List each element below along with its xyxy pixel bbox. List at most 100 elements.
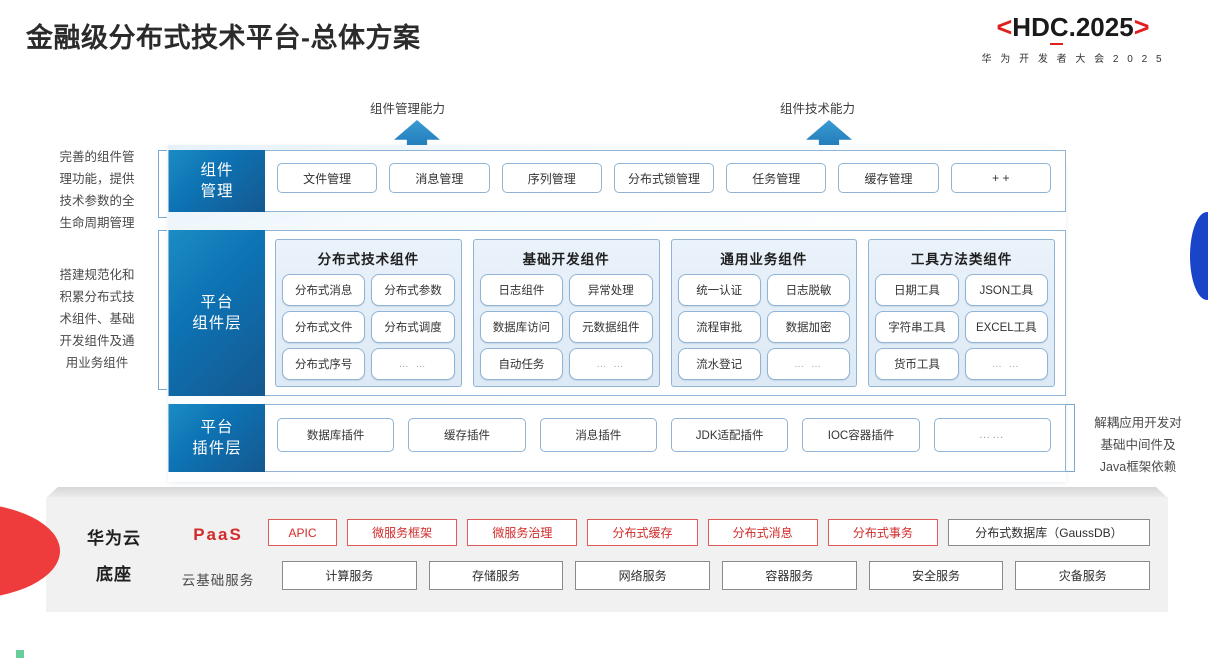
hdc-underscore-mark xyxy=(1050,43,1063,45)
corner-mark-decoration xyxy=(16,650,24,658)
chip-cache-plugin[interactable]: 缓存插件 xyxy=(408,418,526,452)
sbox-compute-service[interactable]: 计算服务 xyxy=(282,561,417,590)
sbox-distributed-cache[interactable]: 分布式缓存 xyxy=(587,519,698,546)
chip-basic-dev-more[interactable]: … … xyxy=(569,348,653,380)
component-management-chip-row: 文件管理 消息管理 序列管理 分布式锁管理 任务管理 缓存管理 + + xyxy=(277,163,1051,193)
chip-currency-tool[interactable]: 货币工具 xyxy=(875,348,959,380)
group-common-business: 通用业务组件 统一认证 日志脱敏 流程审批 数据加密 流水登记 … … xyxy=(670,239,858,387)
sbox-apic[interactable]: APIC xyxy=(268,519,338,546)
bracket-platform-component xyxy=(158,230,167,390)
chip-data-encryption[interactable]: 数据加密 xyxy=(766,311,851,343)
hdc-logo-main: <HDC.2025> xyxy=(948,12,1198,45)
bracket-platform-plugin-right xyxy=(1066,404,1075,472)
group-grid-tool-method: 日期工具 JSON工具 字符串工具 EXCEL工具 货币工具 … … xyxy=(875,274,1048,380)
cloud-infra-service-row: 计算服务 存储服务 网络服务 容器服务 安全服务 灾备服务 xyxy=(282,561,1151,590)
cloud-base-title: 华为云 底座 xyxy=(87,529,141,584)
group-grid-basic-dev: 日志组件 异常处理 数据库访问 元数据组件 自动任务 … … xyxy=(479,274,653,380)
sbox-network-service[interactable]: 网络服务 xyxy=(575,561,711,590)
chip-json-tool[interactable]: JSON工具 xyxy=(964,274,1048,306)
chip-log-component[interactable]: 日志组件 xyxy=(479,274,564,306)
side-label-component-management: 组件 管理 xyxy=(169,150,265,212)
group-tool-method: 工具方法类组件 日期工具 JSON工具 字符串工具 EXCEL工具 货币工具 …… xyxy=(868,239,1055,387)
chip-process-approval[interactable]: 流程审批 xyxy=(677,311,761,343)
hdc-left-bracket-icon: < xyxy=(996,12,1013,42)
side-label-platform-plugin: 平台 插件层 xyxy=(169,404,265,472)
chip-distributed-sequence[interactable]: 分布式序号 xyxy=(282,348,366,380)
band-platform-component: 平台 组件层 分布式技术组件 分布式消息 分布式参数 分布式文件 分布式调度 分… xyxy=(168,230,1066,396)
group-title-distributed-tech: 分布式技术组件 xyxy=(317,252,420,267)
chip-log-masking[interactable]: 日志脱敏 xyxy=(766,274,851,306)
paas-service-row: APIC 微服务框架 微服务治理 分布式缓存 分布式消息 分布式事务 分布式数据… xyxy=(268,519,1151,546)
chip-exception-handling[interactable]: 异常处理 xyxy=(569,274,653,306)
chip-distributed-file[interactable]: 分布式文件 xyxy=(282,311,366,343)
chip-distributed-message[interactable]: 分布式消息 xyxy=(282,274,366,306)
sbox-distributed-transaction[interactable]: 分布式事务 xyxy=(827,519,938,546)
sbox-microservice-governance[interactable]: 微服务治理 xyxy=(467,519,578,546)
sbox-distributed-message[interactable]: 分布式消息 xyxy=(707,519,818,546)
sbox-security-service[interactable]: 安全服务 xyxy=(868,561,1004,590)
chip-excel-tool[interactable]: EXCEL工具 xyxy=(964,311,1048,343)
chip-transaction-register[interactable]: 流水登记 xyxy=(677,348,761,380)
chip-distributed-more[interactable]: … … xyxy=(371,348,455,380)
arrow-label-component-management: 组件管理能力 xyxy=(370,102,446,116)
arrow-label-component-technology: 组件技术能力 xyxy=(780,102,856,116)
sbox-distributed-database[interactable]: 分布式数据库（GaussDB） xyxy=(947,519,1151,546)
chip-database-plugin[interactable]: 数据库插件 xyxy=(277,418,395,452)
chip-jdk-adapter-plugin[interactable]: JDK适配插件 xyxy=(670,418,789,452)
hdc-right-bracket-icon: > xyxy=(1133,12,1150,42)
group-distributed-tech: 分布式技术组件 分布式消息 分布式参数 分布式文件 分布式调度 分布式序号 … … xyxy=(275,239,462,387)
page-title: 金融级分布式技术平台-总体方案 xyxy=(26,23,421,53)
chip-sequence-management[interactable]: 序列管理 xyxy=(501,163,602,193)
group-title-common-business: 通用业务组件 xyxy=(720,252,808,267)
side-label-platform-component: 平台 组件层 xyxy=(169,230,265,396)
chip-message-management[interactable]: 消息管理 xyxy=(389,163,490,193)
sbox-microservice-framework[interactable]: 微服务框架 xyxy=(347,519,458,546)
chip-file-management[interactable]: 文件管理 xyxy=(277,163,378,193)
annotation-right-1: 解耦应用开发对 基础中间件及 Java框架依赖 xyxy=(1094,416,1182,474)
paas-label: PaaS xyxy=(193,525,243,544)
chip-distributed-parameter[interactable]: 分布式参数 xyxy=(371,274,455,306)
side-label-platform-component-text: 平台 组件层 xyxy=(192,294,242,332)
chip-cache-management[interactable]: 缓存管理 xyxy=(838,163,939,193)
sbox-disaster-recovery-service[interactable]: 灾备服务 xyxy=(1015,561,1151,590)
cloud-infra-label: 云基础服务 xyxy=(181,573,255,588)
chip-distributed-lock-management[interactable]: 分布式锁管理 xyxy=(613,163,715,193)
chip-metadata-component[interactable]: 元数据组件 xyxy=(569,311,653,343)
chip-distributed-schedule[interactable]: 分布式调度 xyxy=(371,311,455,343)
group-grid-common-business: 统一认证 日志脱敏 流程审批 数据加密 流水登记 … … xyxy=(677,274,851,380)
chip-task-management[interactable]: 任务管理 xyxy=(726,163,827,193)
bracket-component-management xyxy=(158,150,167,218)
chip-more-plus[interactable]: + + xyxy=(950,163,1051,193)
annotation-left-1: 完善的组件管 理功能，提供 技术参数的全 生命周期管理 xyxy=(59,150,135,230)
side-label-component-management-text: 组件 管理 xyxy=(200,162,234,200)
chip-string-tool[interactable]: 字符串工具 xyxy=(875,311,959,343)
platform-plugin-chip-row: 数据库插件 缓存插件 消息插件 JDK适配插件 IOC容器插件 …… xyxy=(277,418,1051,452)
group-title-basic-dev: 基础开发组件 xyxy=(522,252,610,267)
hdc-logo: <HDC.2025> 华 为 开 发 者 大 会 2 0 2 5 xyxy=(948,12,1198,66)
hdc-logo-subtitle: 华 为 开 发 者 大 会 2 0 2 5 xyxy=(981,54,1165,65)
group-title-tool-method: 工具方法类组件 xyxy=(910,252,1013,267)
band-platform-plugin: 平台 插件层 数据库插件 缓存插件 消息插件 JDK适配插件 IOC容器插件 …… xyxy=(168,404,1066,472)
chip-auto-task[interactable]: 自动任务 xyxy=(479,348,564,380)
sbox-storage-service[interactable]: 存储服务 xyxy=(428,561,564,590)
platform-component-groups: 分布式技术组件 分布式消息 分布式参数 分布式文件 分布式调度 分布式序号 … … xyxy=(275,239,1055,387)
group-basic-dev: 基础开发组件 日志组件 异常处理 数据库访问 元数据组件 自动任务 … … xyxy=(472,239,660,387)
blue-lens-decoration xyxy=(1190,212,1208,300)
chip-ioc-container-plugin[interactable]: IOC容器插件 xyxy=(802,418,920,452)
annotation-left-2: 搭建规范化和 积累分布式技 术组件、基础 开发组件及通 用业务组件 xyxy=(59,268,135,370)
architecture-panel: 组件 管理 文件管理 消息管理 序列管理 分布式锁管理 任务管理 缓存管理 + … xyxy=(168,145,1066,482)
sbox-container-service[interactable]: 容器服务 xyxy=(722,561,857,590)
side-label-platform-plugin-text: 平台 插件层 xyxy=(192,419,242,457)
chip-tool-method-more[interactable]: … … xyxy=(964,348,1048,380)
chip-message-plugin[interactable]: 消息插件 xyxy=(539,418,657,452)
cloud-slab-bevel xyxy=(46,487,1168,498)
chip-common-business-more[interactable]: … … xyxy=(766,348,851,380)
chip-plugin-more[interactable]: …… xyxy=(933,418,1051,452)
chip-date-tool[interactable]: 日期工具 xyxy=(875,274,959,306)
hdc-logo-text: HDC.2025 xyxy=(1012,12,1134,42)
cloud-base-slab: 华为云 底座 PaaS 云基础服务 APIC 微服务框架 微服务治理 分布式缓存… xyxy=(46,497,1168,612)
group-grid-distributed-tech: 分布式消息 分布式参数 分布式文件 分布式调度 分布式序号 … … xyxy=(282,274,455,380)
chip-unified-auth[interactable]: 统一认证 xyxy=(677,274,761,306)
chip-database-access[interactable]: 数据库访问 xyxy=(479,311,564,343)
